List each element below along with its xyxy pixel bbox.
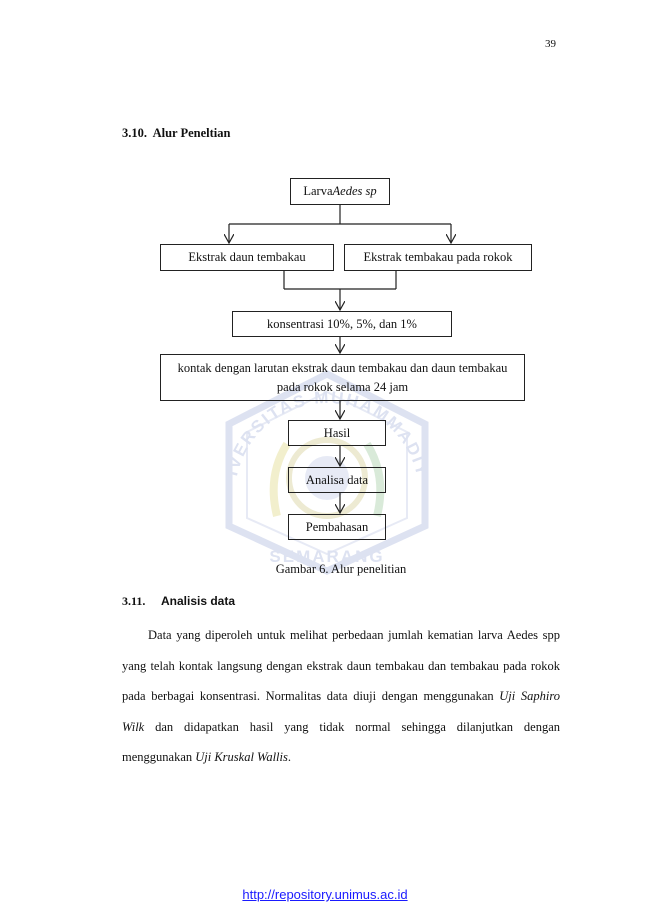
flow-box-concentration: konsentrasi 10%, 5%, dan 1% — [232, 311, 452, 337]
flow-box-contact: kontak dengan larutan ekstrak daun temba… — [160, 354, 525, 401]
flow-box-larva: Larva Aedes sp — [290, 178, 390, 205]
university-logo-watermark: UNIVERSITAS MUHAMMADIYAH SEMARANG — [207, 366, 430, 575]
paragraph-text-3: . — [287, 750, 291, 764]
body-paragraph: Data yang diperoleh untuk melihat perbed… — [122, 620, 560, 773]
paragraph-text-1: Data yang diperoleh untuk melihat perbed… — [122, 628, 560, 703]
flow-box-discussion: Pembahasan — [288, 514, 386, 540]
section-heading-3-10: 3.10. Alur Peneltian — [122, 126, 230, 141]
flow-box-larva-label: Larva — [303, 184, 333, 199]
flow-box-analysis: Analisa data — [288, 467, 386, 493]
paragraph-text-2: dan didapatkan hasil yang tidak normal s… — [122, 719, 560, 765]
flow-box-cigarette-extract: Ekstrak tembakau pada rokok — [344, 244, 532, 271]
paragraph-italic-2: Uji Kruskal Wallis — [195, 750, 288, 764]
flow-box-result: Hasil — [288, 420, 386, 446]
page-number: 39 — [545, 38, 556, 50]
section-number: 3.11. — [122, 594, 146, 608]
paragraph-italic-1: Uji Saphiro Wilk — [122, 689, 560, 734]
section-number: 3.10. — [122, 126, 147, 140]
svg-text:SEMARANG: SEMARANG — [269, 547, 384, 566]
section-title: Analisis data — [161, 594, 236, 608]
section-heading-3-11: 3.11. Analisis data — [122, 594, 235, 609]
section-title: Alur Peneltian — [152, 126, 231, 140]
flow-box-leaf-extract: Ekstrak daun tembakau — [160, 244, 334, 271]
figure-caption: Gambar 6. Alur penelitian — [275, 562, 407, 576]
repository-link[interactable]: http://repository.unimus.ac.id — [242, 887, 408, 902]
flow-box-larva-species: Aedes sp — [332, 184, 377, 199]
